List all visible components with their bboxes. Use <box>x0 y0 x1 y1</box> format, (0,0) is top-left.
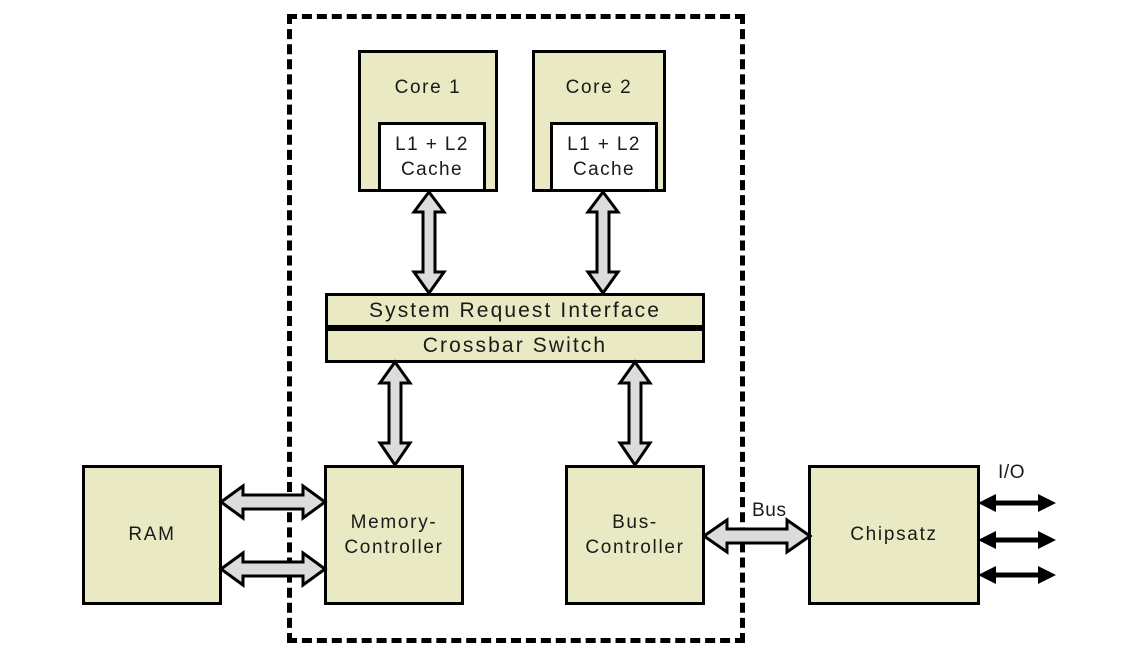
core1-to-sri-arrow <box>411 189 447 296</box>
core-1-cache-box[interactable]: L1 + L2 Cache <box>378 122 486 192</box>
memory-controller-line-2: Controller <box>344 537 444 558</box>
chipset-label: Chipsatz <box>850 524 938 546</box>
chipset-io-arrow-2 <box>978 531 1056 549</box>
chipset-io-arrow-1 <box>978 494 1056 512</box>
ram-box[interactable]: RAM <box>82 465 222 605</box>
ram-label: RAM <box>128 524 176 546</box>
core2-to-sri-arrow <box>585 189 621 296</box>
core-1-cache-line-2: Cache <box>401 159 463 180</box>
bus-controller-box[interactable]: Bus- Controller <box>565 465 705 605</box>
bus-controller-line-1: Bus- <box>612 511 658 533</box>
system-request-interface-label: System Request Interface <box>368 298 661 322</box>
core-2-cache-line-1: L1 + L2 <box>567 133 641 155</box>
system-request-interface-box[interactable]: System Request Interface <box>325 293 705 328</box>
core-1-cache-line-1: L1 + L2 <box>395 133 469 155</box>
crossbar-switch-label: Crossbar Switch <box>422 333 608 357</box>
crossbar-switch-box[interactable]: Crossbar Switch <box>325 328 705 363</box>
memory-controller-box[interactable]: Memory- Controller <box>324 465 464 605</box>
io-connection-label: I/O <box>998 462 1026 483</box>
memory-controller-line-1: Memory- <box>350 511 438 533</box>
cpu-die-boundary <box>287 14 745 643</box>
core-2-label: Core 2 <box>565 77 633 98</box>
ram-to-memory-controller-lower-arrow <box>218 550 328 588</box>
chipset-box[interactable]: Chipsatz <box>808 465 980 605</box>
ram-to-memory-controller-upper-arrow <box>218 483 328 521</box>
core-2-cache-line-2: Cache <box>573 159 635 180</box>
crossbar-to-memory-controller-arrow <box>377 359 413 468</box>
bus-connection-label: Bus <box>752 500 787 521</box>
bus-controller-line-2: Controller <box>585 537 685 558</box>
chipset-io-arrow-3 <box>978 566 1056 584</box>
crossbar-to-bus-controller-arrow <box>617 359 653 468</box>
core-1-label: Core 1 <box>394 77 462 98</box>
bus-controller-to-chipset-arrow <box>701 517 813 555</box>
core-2-cache-box[interactable]: L1 + L2 Cache <box>550 122 658 192</box>
